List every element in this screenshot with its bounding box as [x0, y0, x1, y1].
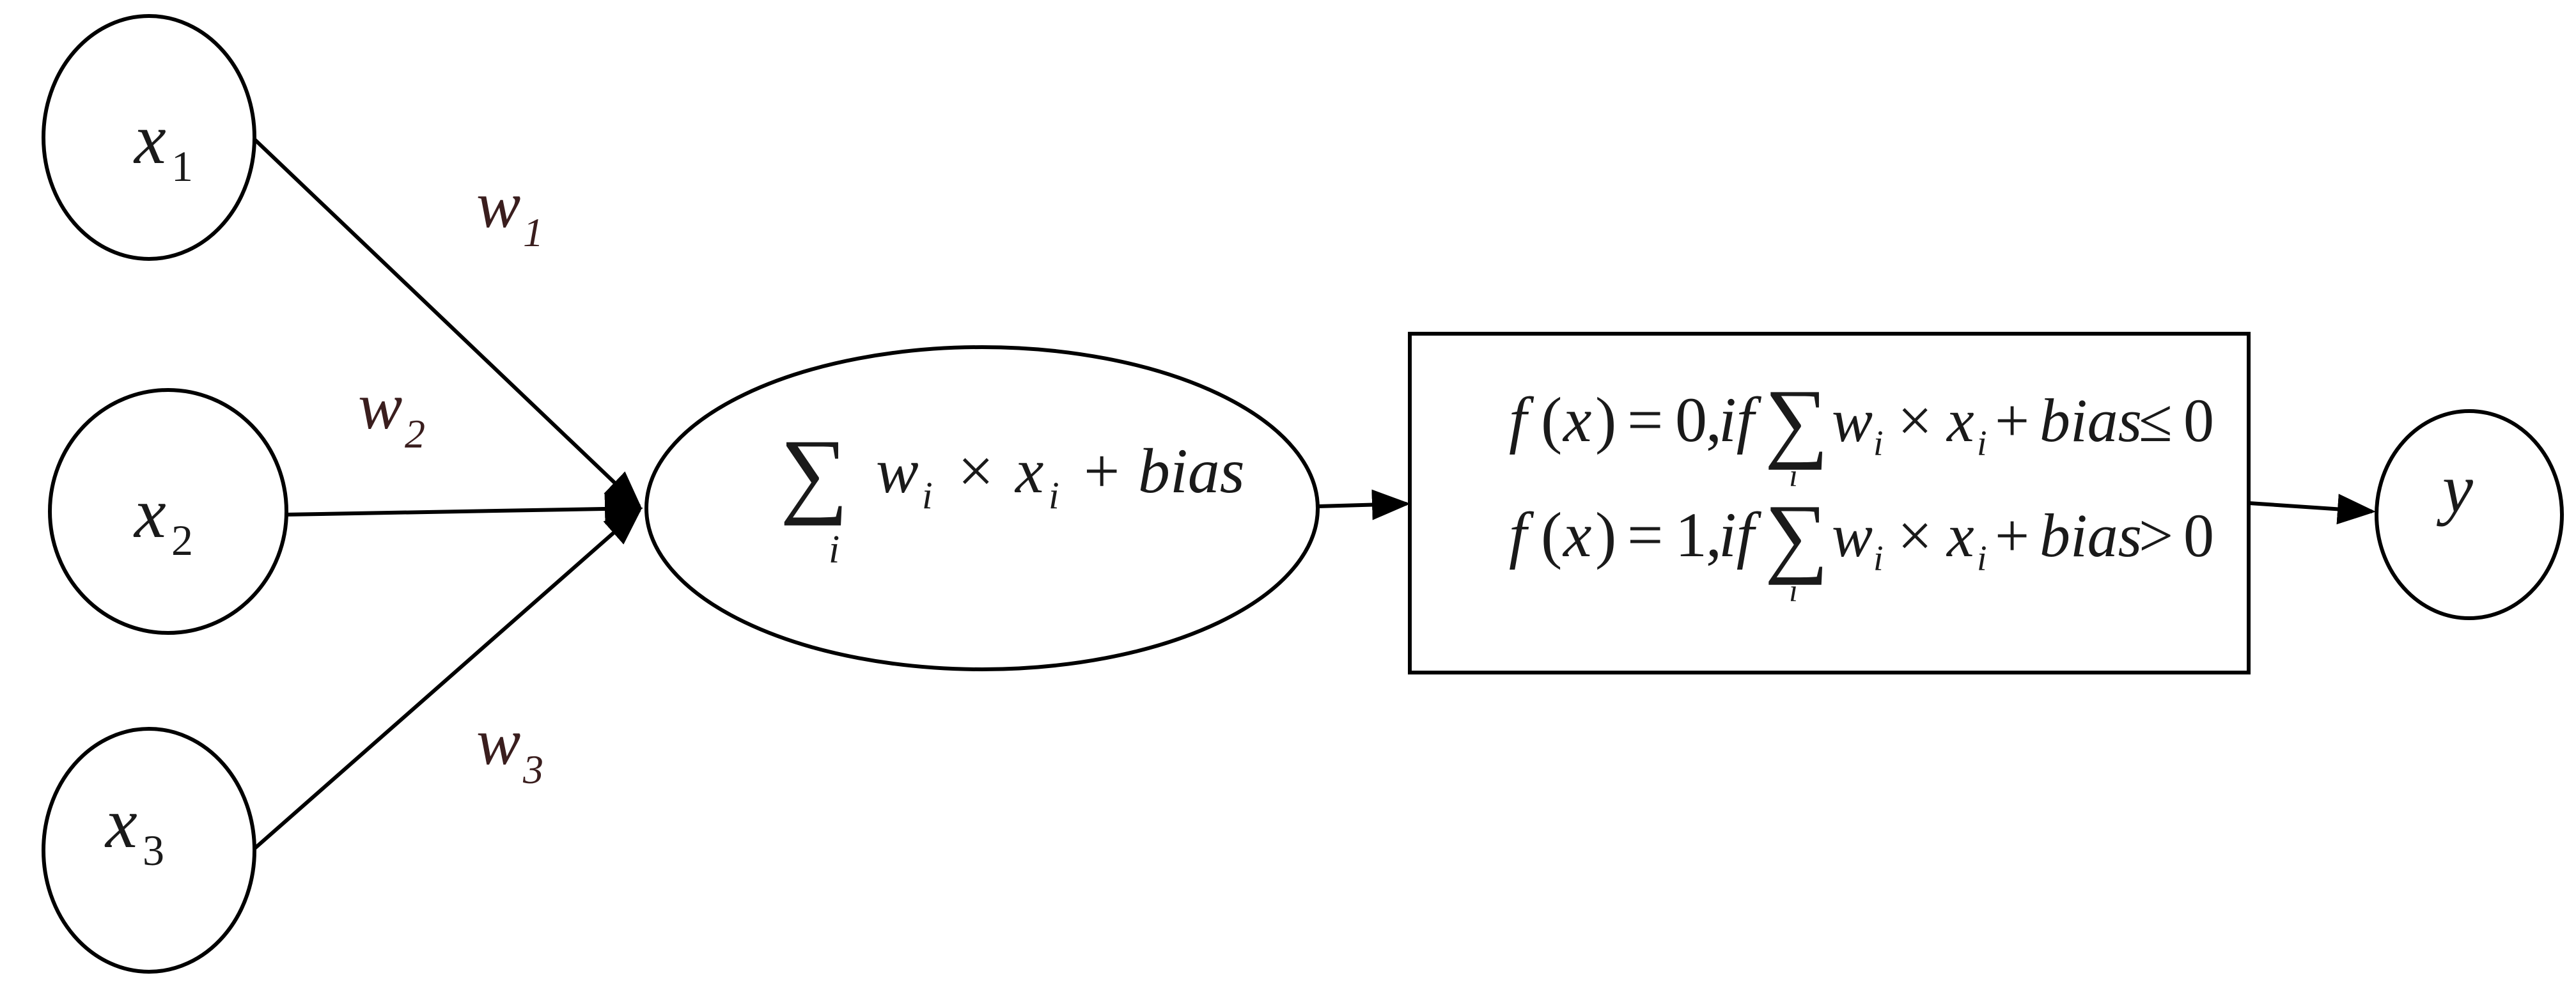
summation-bias: bias	[1138, 435, 1245, 506]
line2-eq: =	[1627, 499, 1663, 570]
line1-relation: ≤	[2139, 386, 2173, 455]
activation-box: f ( x ) = 0 , if ∑ i w i × x i + bias ≤ …	[1408, 332, 2251, 674]
input-3-sub: 3	[143, 826, 164, 875]
line2-x: x	[1946, 501, 1974, 570]
weight-1-sub: 1	[523, 210, 543, 255]
edge-x1-to-sum	[251, 136, 643, 510]
summation-sigma: ∑	[780, 420, 848, 526]
input-node-2: x 2	[48, 388, 288, 635]
line1-x: x	[1946, 386, 1974, 455]
input-node-1: x 1	[42, 14, 256, 261]
input-3-var: x	[104, 784, 137, 863]
weight-2-sub: 2	[405, 411, 425, 456]
summation-times: ×	[958, 435, 994, 506]
summation-plus: +	[1084, 435, 1120, 506]
edge-x2-to-sum	[284, 493, 643, 524]
input-2-var: x	[133, 474, 166, 553]
edge-activation-to-output	[2249, 494, 2376, 525]
summation-index: i	[829, 528, 839, 572]
output-node: y	[2375, 409, 2564, 620]
line2-arg: x	[1562, 499, 1591, 570]
summation-w: w	[876, 435, 919, 506]
activation-line-2: f ( x ) = 1 , if ∑ i w i × x i + bias > …	[1509, 487, 2214, 608]
line2-close: )	[1595, 499, 1616, 570]
line1-comma: ,	[1706, 384, 1722, 455]
line1-plus: +	[1995, 386, 2029, 455]
summation-w-sub: i	[922, 474, 933, 517]
summation-x-sub: i	[1049, 474, 1059, 517]
weight-label-2: w 2	[358, 370, 425, 456]
line2-w-sub: i	[1873, 539, 1884, 579]
line1-w: w	[1832, 386, 1873, 455]
line2-index: i	[1789, 572, 1798, 608]
line2-w: w	[1832, 501, 1873, 570]
line1-index: i	[1789, 457, 1798, 493]
line1-times: ×	[1898, 386, 1932, 455]
line2-value: 1	[1675, 499, 1707, 570]
edge-x3-to-sum	[251, 508, 643, 852]
line1-x-sub: i	[1977, 424, 1987, 463]
weight-2-var: w	[358, 370, 402, 443]
line2-relation: >	[2139, 501, 2173, 570]
line2-open: (	[1541, 499, 1562, 570]
weight-1-var: w	[476, 168, 520, 242]
input-1-sub: 1	[171, 142, 193, 191]
weight-label-3: w 3	[476, 705, 543, 792]
input-node-3: x 3	[42, 727, 256, 974]
line1-sigma: ∑	[1765, 371, 1829, 471]
summation-node: ∑ i w i × x i + bias	[644, 345, 1320, 671]
line1-open: (	[1541, 384, 1562, 455]
edge-sum-to-activation	[1318, 489, 1410, 520]
line1-w-sub: i	[1873, 424, 1884, 463]
summation-x: x	[1014, 435, 1043, 506]
line2-times: ×	[1898, 501, 1932, 570]
line1-close: )	[1595, 384, 1616, 455]
line1-eq: =	[1627, 384, 1663, 455]
line2-rhs: 0	[2183, 501, 2214, 570]
input-2-sub: 2	[171, 516, 193, 565]
line2-bias: bias	[2040, 501, 2142, 570]
weight-3-sub: 3	[522, 747, 543, 792]
line1-value: 0	[1675, 384, 1707, 455]
weight-3-var: w	[476, 705, 520, 779]
output-var: y	[2436, 451, 2473, 527]
line2-sigma: ∑	[1765, 487, 1829, 586]
line2-comma: ,	[1706, 499, 1722, 570]
line2-x-sub: i	[1977, 539, 1987, 579]
line2-plus: +	[1995, 501, 2029, 570]
line1-rhs: 0	[2183, 386, 2214, 455]
line1-bias: bias	[2040, 386, 2142, 455]
weight-label-1: w 1	[476, 168, 543, 255]
line1-arg: x	[1562, 384, 1591, 455]
input-1-var: x	[133, 100, 166, 179]
